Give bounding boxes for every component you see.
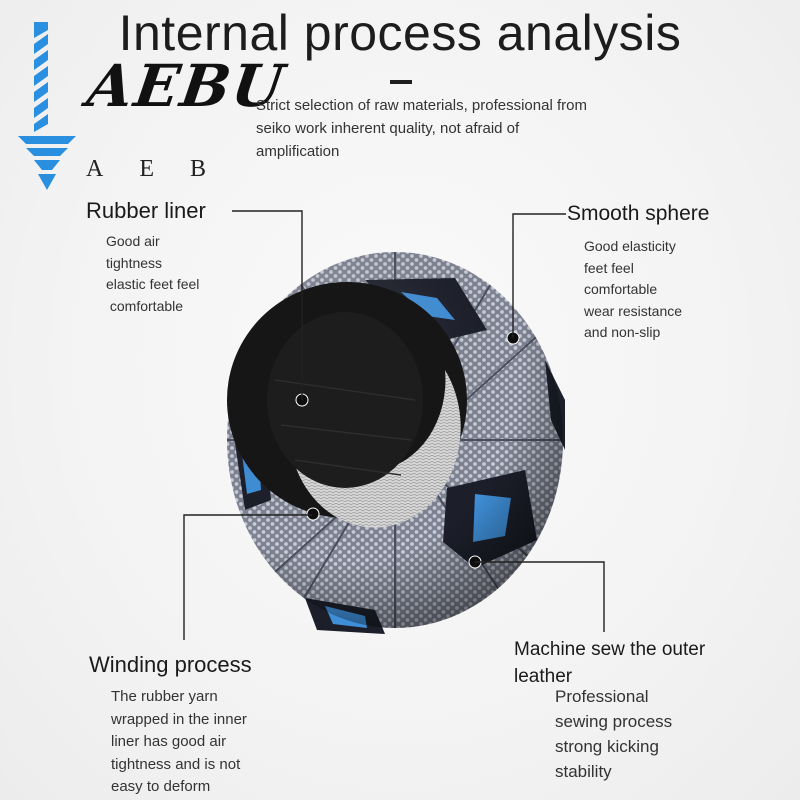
machine-sew-title: Machine sew the outer leather (514, 636, 705, 690)
rubber-liner-line: comfortable (106, 297, 184, 314)
title-divider (390, 80, 412, 84)
machine-sew-line: Professional (555, 687, 649, 706)
winding-line: wrapped in the inner (111, 710, 247, 728)
smooth-sphere-body: Good elasticity feet feel comfortable we… (584, 236, 682, 344)
winding-layer (288, 370, 461, 528)
winding-pointer-icon (306, 507, 320, 521)
rubber-liner (267, 312, 423, 488)
brand-logo-icon (18, 22, 76, 190)
machine-sew-line: stability (555, 762, 612, 781)
machine-sew-line: strong kicking (555, 737, 659, 756)
ball-cutaway-illustration (227, 252, 565, 634)
winding-line: The rubber yarn (111, 688, 218, 705)
smooth-sphere-line: and non-slip (584, 324, 661, 340)
intro-text: Strict selection of raw materials, profe… (256, 97, 587, 160)
winding-line: tightness and is not (111, 755, 241, 773)
machine-sew-title-line: leather (514, 666, 573, 687)
brand-letters: AEB (86, 156, 242, 182)
winding-process-body: The rubber yarn wrapped in the inner lin… (111, 686, 247, 799)
rubber-liner-body: Good air tightness elastic feet feel com… (106, 231, 199, 317)
rubber-liner-line: Good air (106, 233, 160, 249)
machine-sew-line: sewing process (555, 712, 673, 731)
winding-process-title: Winding process (89, 652, 252, 677)
smooth-sphere-line: feet feel (584, 259, 634, 276)
rubber-liner-line: elastic feet feel (106, 276, 200, 292)
machine-sew-body: Professional sewing process strong kicki… (555, 684, 672, 784)
rubber-liner-title: Rubber liner (86, 198, 206, 223)
machine-sew-title-line: Machine sew the outer (514, 639, 706, 660)
page-title: Internal process analysis (118, 5, 682, 61)
winding-line: liner has good air (111, 733, 227, 750)
smooth-sphere-line: Good elasticity (584, 238, 676, 254)
smooth-sphere-line: wear resistance (584, 302, 683, 319)
smooth-sphere-title: Smooth sphere (567, 202, 710, 225)
smooth-sphere-line: comfortable (584, 281, 658, 297)
rubber-liner-line: tightness (106, 254, 163, 271)
winding-line: easy to deform (111, 778, 211, 795)
